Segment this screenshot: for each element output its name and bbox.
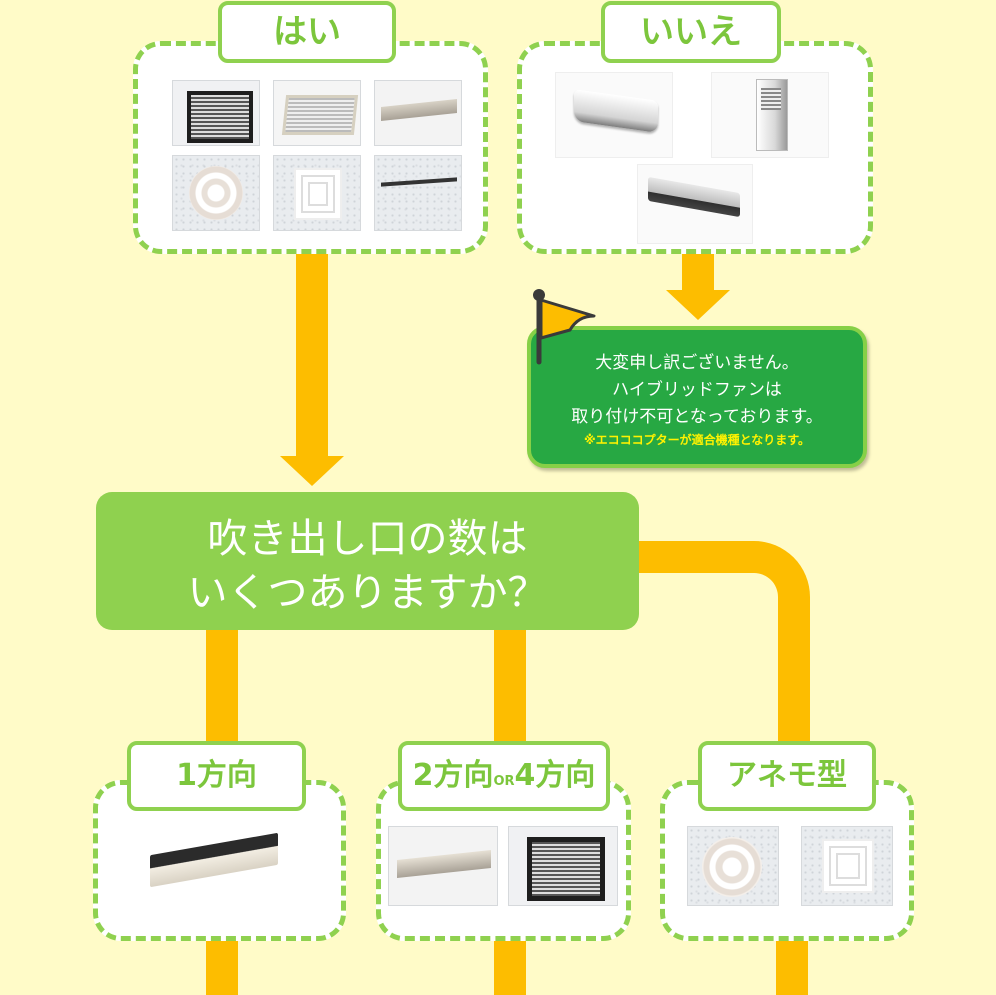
no-label[interactable]: いいえ (601, 1, 781, 63)
photo-anemo-square (273, 155, 361, 231)
photo-wall-mount (555, 72, 673, 158)
photo-1way-unit (140, 822, 288, 904)
arrow-down-no (666, 290, 730, 320)
photo-slim-slot (374, 155, 462, 231)
connector-yes-to-question (296, 248, 328, 460)
notice-note: ※エコココプターが適合機種となります。 (583, 433, 811, 447)
photo-floor-standing (711, 72, 829, 158)
two-way-text: 2方向 (412, 758, 494, 793)
connector-two-four-down (494, 935, 526, 995)
notice-line-1: 大変申し訳ございません。 (595, 353, 799, 373)
yes-label[interactable]: はい (218, 1, 396, 63)
photo-anemo-square-bottom (801, 826, 893, 906)
photo-2way-cassette (273, 80, 361, 146)
photo-4way-cassette (172, 80, 260, 146)
notice-line-2: ハイブリッドファンは (612, 380, 782, 400)
connector-q-to-two-four-way (494, 625, 526, 755)
photo-1way-panel (374, 80, 462, 146)
photo-ceiling-suspended (637, 164, 753, 244)
connector-q-to-anemo (636, 541, 810, 771)
connector-no-to-notice (682, 248, 714, 294)
photo-4way-panel (508, 826, 618, 906)
connector-q-to-one-way (206, 625, 238, 755)
notice-line-3: 取り付け不可となっております。 (571, 407, 823, 427)
notice-box: 大変申し訳ございません。 ハイブリッドファンは 取り付け不可となっております。 … (527, 326, 867, 468)
or-text: OR (493, 774, 515, 789)
two-or-four-way-label[interactable]: 2方向OR4方向 (398, 741, 610, 811)
one-way-label[interactable]: 1方向 (127, 741, 306, 811)
anemo-label[interactable]: アネモ型 (698, 741, 876, 811)
connector-one-way-down (206, 935, 238, 995)
connector-anemo-down (776, 935, 808, 995)
four-way-text: 4方向 (514, 758, 596, 793)
photo-2way-panel (388, 826, 498, 906)
photo-anemo-round (172, 155, 260, 231)
photo-anemo-round-bottom (687, 826, 779, 906)
flag-icon (533, 289, 596, 365)
question-line-2: いくつありますか？ (187, 570, 548, 616)
question-box: 吹き出し口の数は いくつありますか？ (96, 492, 639, 630)
question-line-1: 吹き出し口の数は (207, 516, 528, 562)
arrow-down-yes (280, 456, 344, 486)
